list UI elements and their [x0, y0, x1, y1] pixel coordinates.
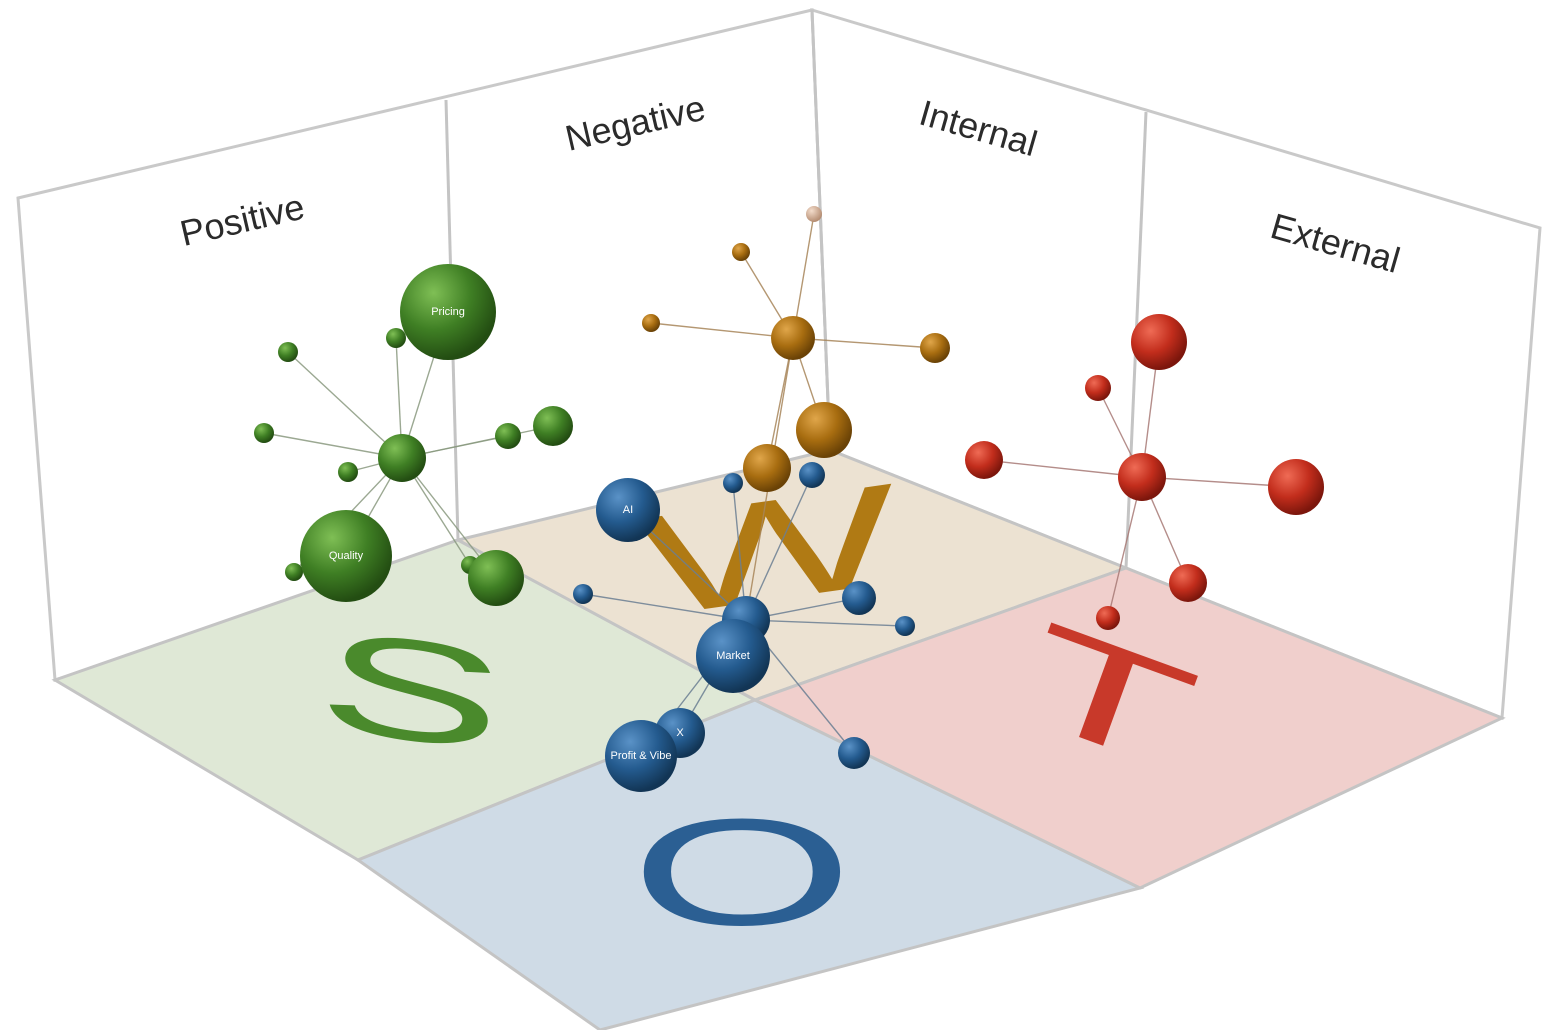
floor-quadrant-t — [751, 566, 1506, 890]
node-label-quality: Quality — [329, 550, 364, 562]
node-red-hub — [1118, 453, 1166, 501]
node-green-small — [285, 563, 303, 581]
nodes-opportunities: AI Market X Profit & Vibe — [573, 462, 915, 792]
node-blue-small — [895, 616, 915, 636]
node-blue-small — [842, 581, 876, 615]
node-blue-small — [799, 462, 825, 488]
node-label-market: Market — [716, 650, 750, 662]
node-red-small — [1085, 375, 1111, 401]
node-red-small — [1169, 564, 1207, 602]
node-red-small — [965, 441, 1003, 479]
node-red-medium — [1131, 314, 1187, 370]
node-pricing — [400, 264, 496, 360]
node-orange-small — [920, 333, 950, 363]
node-green-medium — [533, 406, 573, 446]
corner-edge — [810, 9, 832, 451]
nodes-threats — [965, 314, 1324, 630]
node-market — [696, 619, 770, 693]
node-orange-hub — [771, 316, 815, 360]
nodes-strengths: Pricing Quality — [254, 264, 573, 606]
node-quality — [300, 510, 392, 602]
node-green-small — [278, 342, 298, 362]
node-orange-medium — [796, 402, 852, 458]
node-orange-medium — [743, 444, 791, 492]
node-blue-small — [573, 584, 593, 604]
node-green-small — [338, 462, 358, 482]
node-green-medium — [468, 550, 524, 606]
node-orange-small — [732, 243, 750, 261]
node-pale-small — [806, 206, 822, 222]
node-green-small — [386, 328, 406, 348]
node-green-hub — [378, 434, 426, 482]
letter-o: O — [630, 787, 854, 957]
node-orange-small — [642, 314, 660, 332]
node-label-ai: AI — [623, 504, 633, 516]
node-red-medium — [1268, 459, 1324, 515]
letter-s: S — [310, 598, 515, 782]
node-profit-vibe — [605, 720, 677, 792]
node-red-small — [1096, 606, 1120, 630]
node-blue-small — [838, 737, 870, 769]
node-label-x: X — [676, 727, 684, 739]
node-label-profit-vibe: Profit & Vibe — [611, 750, 672, 762]
nodes-weaknesses — [642, 206, 950, 492]
node-green-small — [495, 423, 521, 449]
node-label-pricing: Pricing — [431, 306, 465, 318]
node-blue-small — [723, 473, 743, 493]
node-green-small — [254, 423, 274, 443]
node-ai — [596, 478, 660, 542]
